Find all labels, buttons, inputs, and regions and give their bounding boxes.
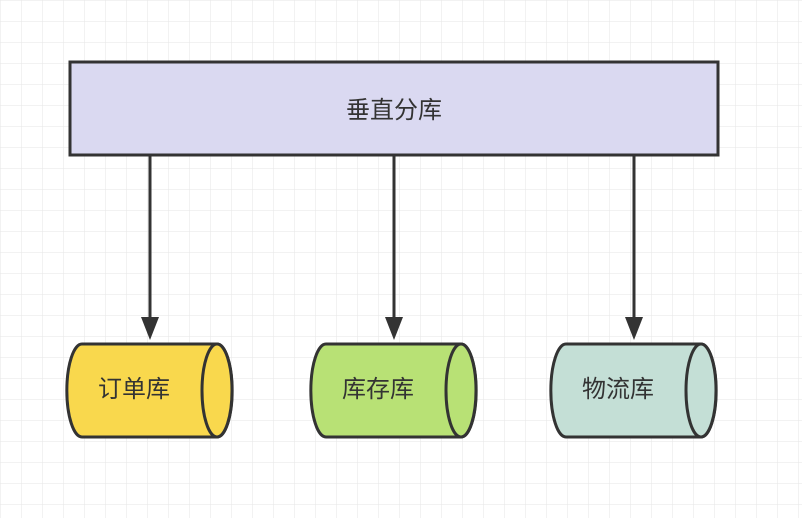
order-db-label: 订单库	[98, 375, 170, 403]
database-order: 订单库	[65, 342, 234, 439]
top-box-label: 垂直分库	[346, 96, 442, 124]
arrow-to-order-db-head	[141, 317, 159, 340]
arrows	[141, 155, 643, 340]
inventory-db-end-cap	[444, 342, 478, 439]
logistics-db-label: 物流库	[582, 375, 654, 403]
inventory-db-label: 库存库	[342, 375, 414, 403]
database-logistics: 物流库	[549, 342, 718, 439]
arrow-to-inventory-db-head	[385, 317, 403, 340]
database-inventory: 库存库	[309, 342, 478, 439]
order-db-end-cap	[200, 342, 234, 439]
top-box-shape	[68, 60, 720, 157]
top-box: 垂直分库	[68, 60, 720, 157]
arrow-to-logistics-db-head	[625, 317, 643, 340]
logistics-db-end-cap	[684, 342, 718, 439]
